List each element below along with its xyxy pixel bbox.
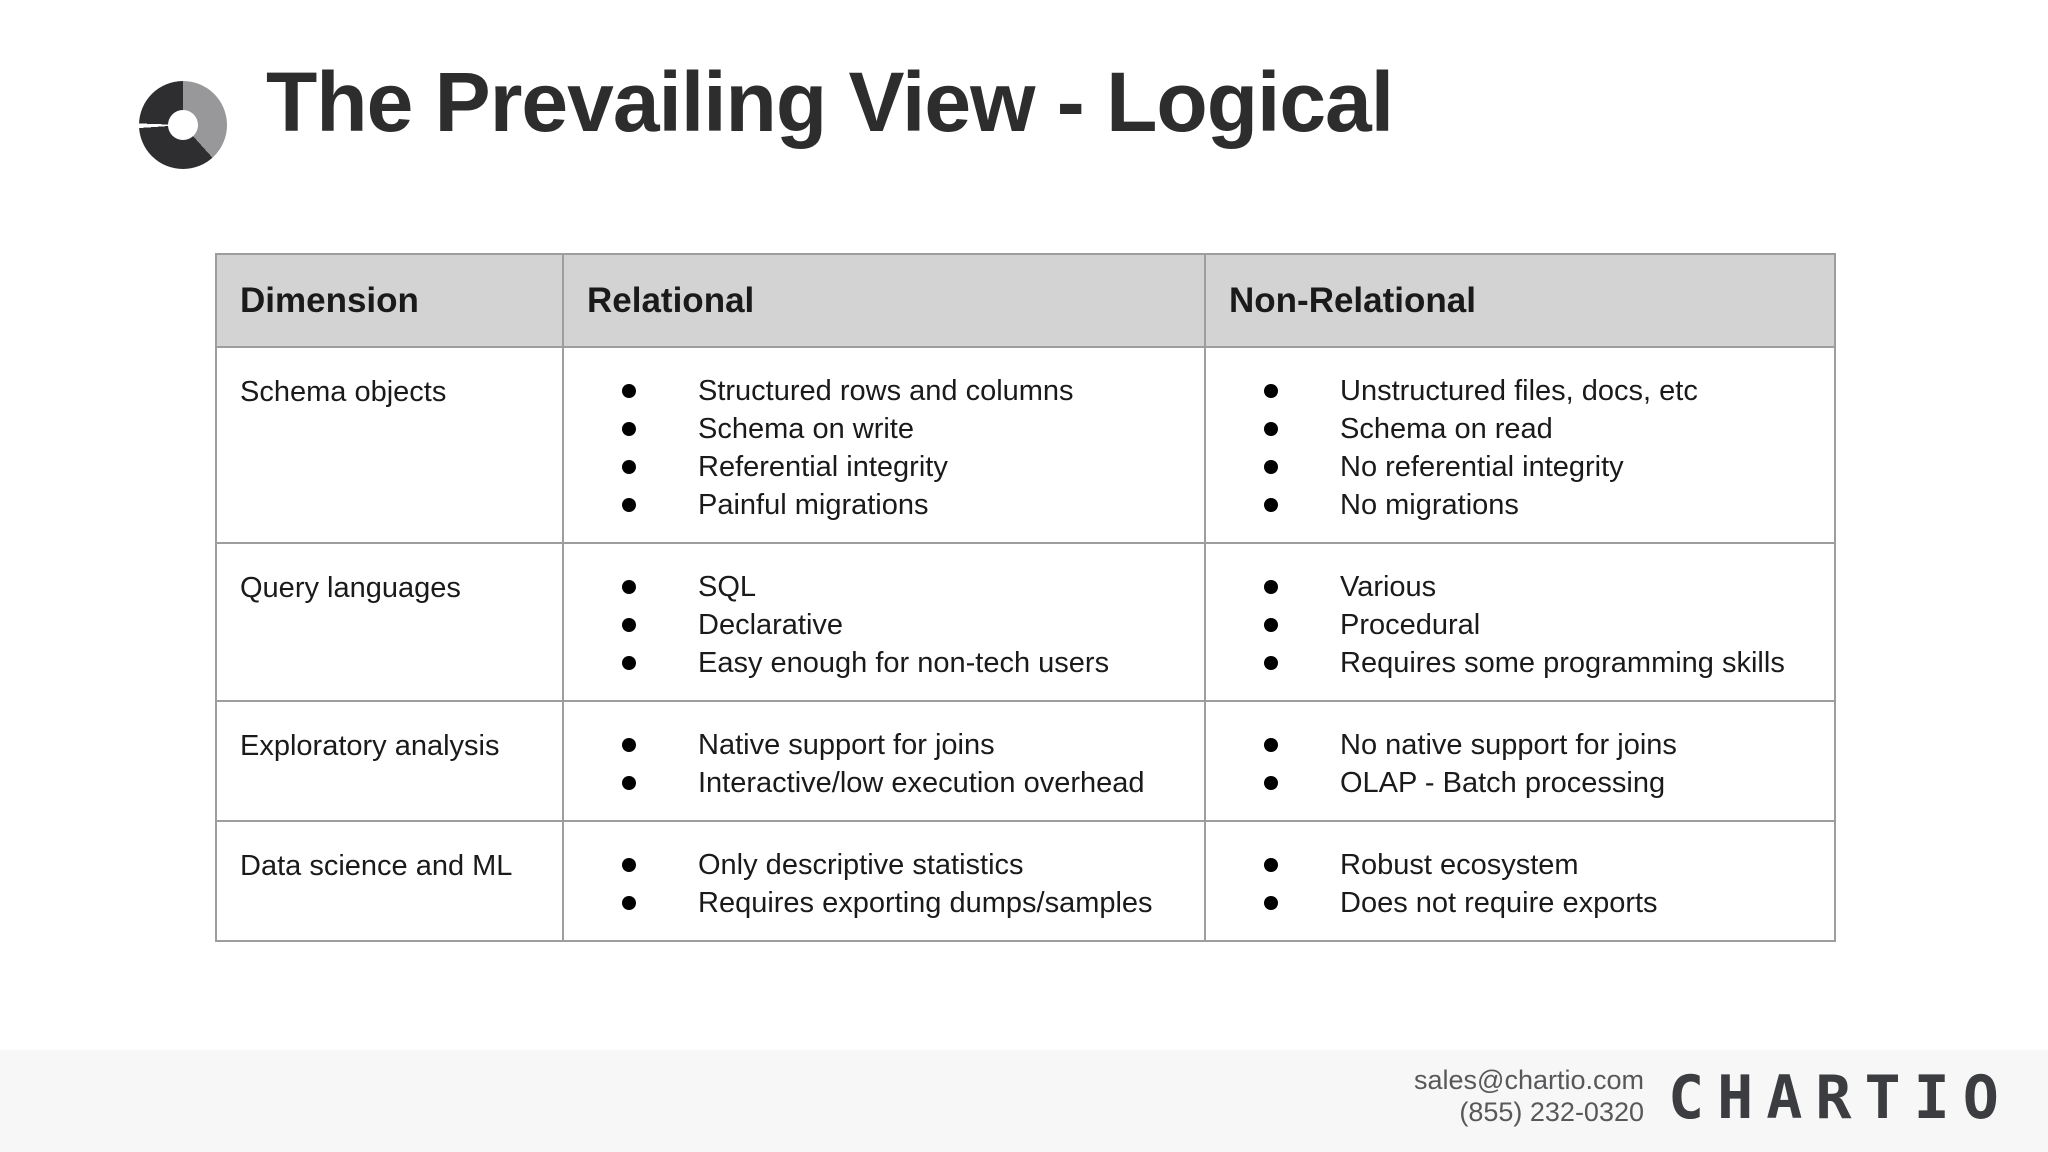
chartio-wordmark: CHARTIO: [1668, 1063, 2012, 1133]
comparison-table: Dimension Relational Non-Relational Sche…: [215, 253, 1836, 942]
bullet-item: Requires some programming skills: [1206, 644, 1834, 682]
bullet-item: Declarative: [564, 606, 1204, 644]
column-header-non-relational: Non-Relational: [1204, 253, 1836, 348]
bullet-item: Unstructured files, docs, etc: [1206, 372, 1834, 410]
bullet-item: Requires exporting dumps/samples: [564, 884, 1204, 922]
bullet-item: Does not require exports: [1206, 884, 1834, 922]
bullet-item: No referential integrity: [1206, 448, 1834, 486]
footer-band: sales@chartio.com (855) 232-0320 CHARTIO: [0, 1050, 2048, 1152]
bullet-item: OLAP - Batch processing: [1206, 764, 1834, 802]
bullet-item: Structured rows and columns: [564, 372, 1204, 410]
dimension-cell: Schema objects: [215, 346, 564, 544]
bullet-item: SQL: [564, 568, 1204, 606]
bullet-item: Robust ecosystem: [1206, 846, 1834, 884]
bullet-item: Interactive/low execution overhead: [564, 764, 1204, 802]
bullet-item: Only descriptive statistics: [564, 846, 1204, 884]
dimension-cell: Query languages: [215, 542, 564, 702]
bullet-item: No migrations: [1206, 486, 1834, 524]
contact-email: sales@chartio.com: [1414, 1065, 1644, 1095]
bullet-item: Procedural: [1206, 606, 1834, 644]
bullet-item: Various: [1206, 568, 1834, 606]
chartio-donut-icon: [139, 81, 227, 169]
page-title: The Prevailing View - Logical: [266, 55, 1394, 149]
bullet-item: Referential integrity: [564, 448, 1204, 486]
contact-info: sales@chartio.com (855) 232-0320: [1414, 1064, 1644, 1128]
bullet-item: Native support for joins: [564, 726, 1204, 764]
column-header-relational: Relational: [562, 253, 1206, 348]
bullet-item: No native support for joins: [1206, 726, 1834, 764]
bullet-item: Easy enough for non-tech users: [564, 644, 1204, 682]
contact-phone: (855) 232-0320: [1459, 1097, 1644, 1127]
bullet-item: Schema on write: [564, 410, 1204, 448]
table-header-row: Dimension Relational Non-Relational: [215, 253, 1836, 348]
bullet-item: Painful migrations: [564, 486, 1204, 524]
bullet-item: Schema on read: [1206, 410, 1834, 448]
dimension-cell: Exploratory analysis: [215, 700, 564, 822]
column-header-dimension: Dimension: [215, 253, 564, 348]
dimension-cell: Data science and ML: [215, 820, 564, 942]
